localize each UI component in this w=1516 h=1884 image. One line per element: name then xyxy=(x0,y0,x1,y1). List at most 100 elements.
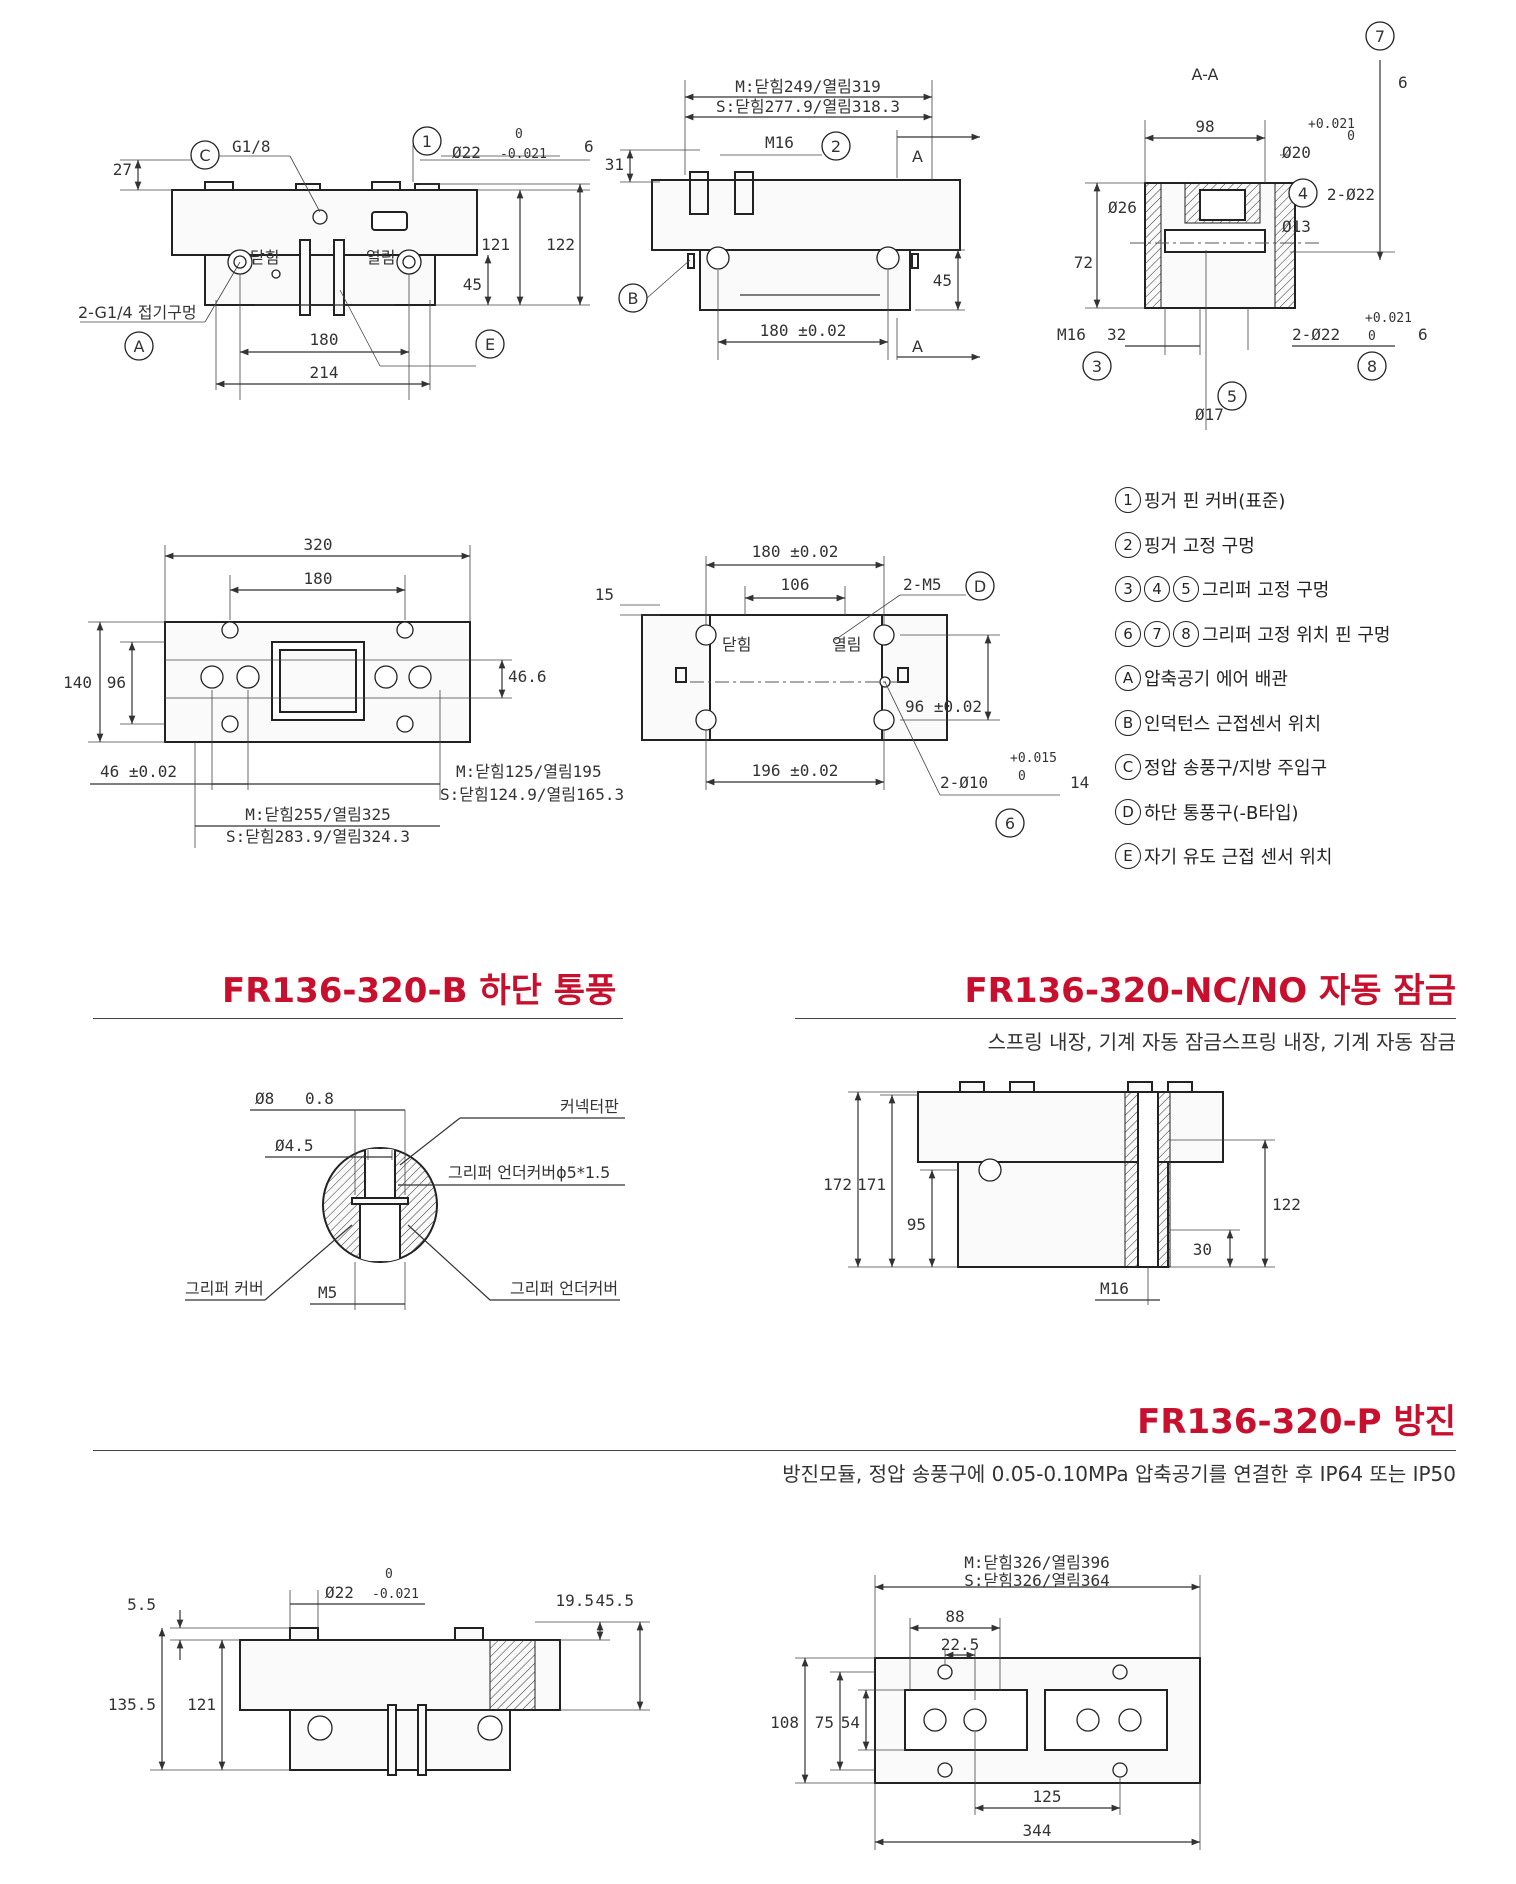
callout-7: 7 xyxy=(1375,27,1385,46)
dim-45-5: 45.5 xyxy=(595,1591,634,1610)
section-a-top: A xyxy=(912,147,923,166)
nc-section-view: 172 171 95 122 30 M16 xyxy=(823,1081,1301,1305)
side-elevation-view: M:닫힘249/열림319 S:닫힘277.9/열림318.3 M16 2 31… xyxy=(605,77,980,361)
dim-m: M:닫힘249/열림319 xyxy=(735,77,881,96)
dim-121-p: 121 xyxy=(187,1695,216,1714)
callout-legend: 1 핑거 핀 커버(표준) 2 핑거 고정 구멍 3 4 5 그리퍼 고정 구멍… xyxy=(1115,478,1495,879)
dim-344: 344 xyxy=(1023,1821,1052,1840)
dim-135-5: 135.5 xyxy=(108,1695,156,1714)
legend-text: 인덕턴스 근접센서 위치 xyxy=(1144,713,1322,735)
dim-106: 106 xyxy=(781,575,810,594)
dim-d8: Ø8 xyxy=(255,1089,274,1108)
dim-180c: 180 xyxy=(304,569,333,588)
divider-nc xyxy=(795,1018,1456,1019)
tol-zero-d10: 0 xyxy=(1018,769,1026,784)
dim-108: 108 xyxy=(770,1713,799,1732)
legend-item: 1 핑거 핀 커버(표준) xyxy=(1115,478,1495,523)
dim-171: 171 xyxy=(857,1175,886,1194)
tol-plus-vertical: +0.021 xyxy=(1308,117,1355,132)
label-under-cover-spec: 그리퍼 언더커버ϕ5*1.5 xyxy=(448,1163,610,1182)
tol-minus-p: -0.021 xyxy=(372,1587,419,1602)
dim-d26: Ø26 xyxy=(1108,198,1137,217)
dim-depth-6-vertical: 6 xyxy=(1398,73,1408,92)
legend-item: B 인덕턴스 근접센서 위치 xyxy=(1115,701,1495,746)
dim-22-5: 22.5 xyxy=(941,1635,980,1654)
legend-item: 2 핑거 고정 구멍 xyxy=(1115,523,1495,568)
dim-m-top: M:닫힘125/열림195 xyxy=(456,762,602,781)
dim-d13: Ø13 xyxy=(1282,217,1311,236)
section-aa-view: A-A 7 98 Ø20 Ø26 4 Ø13 72 M16 32 3 2-Ø22… xyxy=(1057,21,1428,430)
dim-depth-14: 14 xyxy=(1070,773,1089,792)
badge: 8 xyxy=(1173,620,1199,647)
dim-s-top: S:닫힘124.9/열림165.3 xyxy=(440,785,624,804)
badge: 5 xyxy=(1173,576,1199,603)
dim-46: 46 ±0.02 xyxy=(100,762,177,781)
callout-5: 5 xyxy=(1227,387,1237,406)
callout-6: 6 xyxy=(1005,814,1015,833)
callout-e: E xyxy=(485,335,495,354)
top-plan-view: 320 180 140 96 46.6 46 ±0.02 M:닫힘125/열림1… xyxy=(63,535,624,848)
label-under-cover: 그리퍼 언더커버 xyxy=(510,1279,618,1298)
section-label-aa: A-A xyxy=(1192,65,1219,84)
dim-d22: Ø22 xyxy=(452,143,481,162)
tol-zero-p: 0 xyxy=(385,1567,393,1582)
callout-1: 1 xyxy=(422,132,432,151)
tol-zero-vertical: 0 xyxy=(1347,129,1355,144)
dim-6: 6 xyxy=(584,137,594,156)
legend-text: 정압 송풍구/지방 주입구 xyxy=(1144,758,1328,780)
badge: D xyxy=(1115,798,1141,825)
dim-30: 30 xyxy=(1193,1240,1212,1259)
callout-3: 3 xyxy=(1092,357,1102,376)
dim-75: 75 xyxy=(815,1713,834,1732)
dim-s-p: S:닫힘326/열림364 xyxy=(964,1571,1110,1590)
dim-2d10: 2-Ø10 xyxy=(940,773,988,792)
dim-2d22-vertical: 2-Ø22 xyxy=(1327,185,1375,204)
divider-p xyxy=(93,1450,1456,1451)
dim-54: 54 xyxy=(841,1713,860,1732)
badge: 4 xyxy=(1144,576,1170,603)
detail-section-view: Ø8 0.8 커넥터판 Ø4.5 그리퍼 언더커버ϕ5*1.5 그리퍼 커버 M… xyxy=(185,1089,625,1310)
label-open-bottom: 열림 xyxy=(832,635,861,654)
badge: 7 xyxy=(1144,620,1170,647)
label-connector: 커넥터판 xyxy=(560,1097,619,1116)
dim-122-nc: 122 xyxy=(1272,1195,1301,1214)
dim-15: 15 xyxy=(595,585,614,604)
tol-plus-d10: +0.015 xyxy=(1010,751,1057,766)
dim-d22-p: Ø22 xyxy=(325,1583,354,1602)
badge: 3 xyxy=(1115,576,1141,603)
section-title-p: FR136-320-P 방진 xyxy=(1137,1402,1456,1442)
badge: 2 xyxy=(1115,531,1141,558)
legend-text: 하단 통풍구(-B타입) xyxy=(1144,802,1299,824)
legend-item: E 자기 유도 근접 센서 위치 xyxy=(1115,834,1495,879)
dim-180: 180 xyxy=(310,330,339,349)
dim-122: 122 xyxy=(546,235,575,254)
callout-a: A xyxy=(134,337,145,356)
legend-item: 6 7 8 그리퍼 고정 위치 핀 구멍 xyxy=(1115,612,1495,657)
dim-45b: 45 xyxy=(933,271,952,290)
label-m16-nc: M16 xyxy=(1100,1279,1129,1298)
p-front-view: 5.5 Ø22 0 -0.021 19.5 45.5 135.5 121 xyxy=(108,1567,650,1776)
dim-d20: Ø20 xyxy=(1282,143,1311,162)
legend-text: 핑거 고정 구멍 xyxy=(1144,535,1255,557)
legend-text: 그리퍼 고정 구멍 xyxy=(1202,580,1330,602)
dim-180b: 180 ±0.02 xyxy=(760,321,847,340)
dim-s: S:닫힘277.9/열림318.3 xyxy=(716,97,900,116)
badge: C xyxy=(1115,754,1141,781)
legend-item: A 압축공기 에어 배관 xyxy=(1115,656,1495,701)
dim-m-p: M:닫힘326/열림396 xyxy=(964,1553,1110,1572)
section-title-b: FR136-320-B 하단 통풍 xyxy=(222,971,617,1011)
dim-172: 172 xyxy=(823,1175,852,1194)
dim-125: 125 xyxy=(1033,1787,1062,1806)
callout-8: 8 xyxy=(1367,357,1377,376)
dim-98: 98 xyxy=(1195,117,1214,136)
dim-96-bottom: 96 ±0.02 xyxy=(905,697,982,716)
divider-b xyxy=(93,1018,623,1019)
label-gripper-cover: 그리퍼 커버 xyxy=(185,1279,264,1298)
legend-item: C 정압 송풍구/지방 주입구 xyxy=(1115,745,1495,790)
bottom-plan-view: 180 ±0.02 106 2-M5 D 15 닫힘 열림 96 ±0.02 1… xyxy=(595,542,1089,838)
badge: B xyxy=(1115,709,1141,736)
callout-b: B xyxy=(628,289,639,308)
dim-88: 88 xyxy=(945,1607,964,1626)
legend-text: 자기 유도 근접 센서 위치 xyxy=(1144,847,1333,869)
